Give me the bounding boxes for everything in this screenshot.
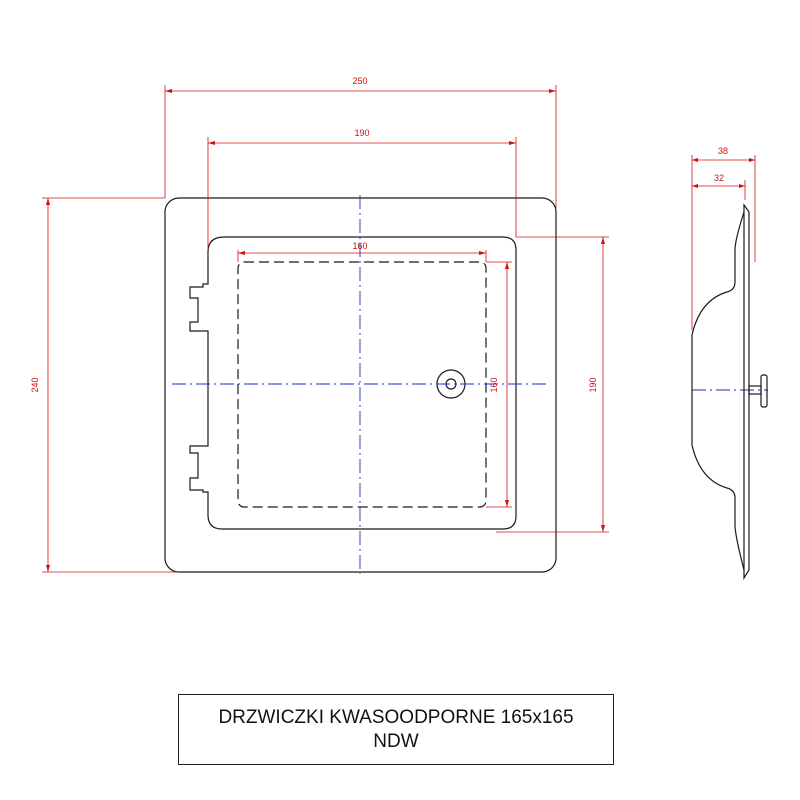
dim-frame-height: 240 [30, 377, 40, 392]
dim-side-total-depth: 38 [718, 146, 728, 156]
dim-door-height: 160 [489, 377, 499, 392]
opening-outline [189, 236, 517, 530]
side-flange [743, 203, 750, 581]
dim-opening-height: 190 [588, 377, 598, 392]
title-line-1: DRZWICZKI KWASOODPORNE 165x165 [218, 706, 574, 728]
dim-side-depth: 32 [714, 173, 724, 183]
door-panel-hidden [237, 261, 487, 508]
centerlines [172, 195, 768, 574]
side-knob-cap [760, 374, 768, 408]
title-line-2: NDW [373, 730, 419, 752]
title-block: DRZWICZKI KWASOODPORNE 165x165 NDW [178, 694, 614, 765]
dimension-arrows [46, 89, 755, 572]
front-view [164, 197, 557, 573]
side-view [691, 203, 768, 581]
dimension-lines [42, 85, 756, 573]
dim-frame-width: 250 [352, 76, 367, 86]
side-door-profile [691, 211, 745, 571]
dim-door-width: 160 [352, 241, 367, 251]
dim-opening-width: 190 [354, 128, 369, 138]
outer-frame [164, 197, 557, 573]
